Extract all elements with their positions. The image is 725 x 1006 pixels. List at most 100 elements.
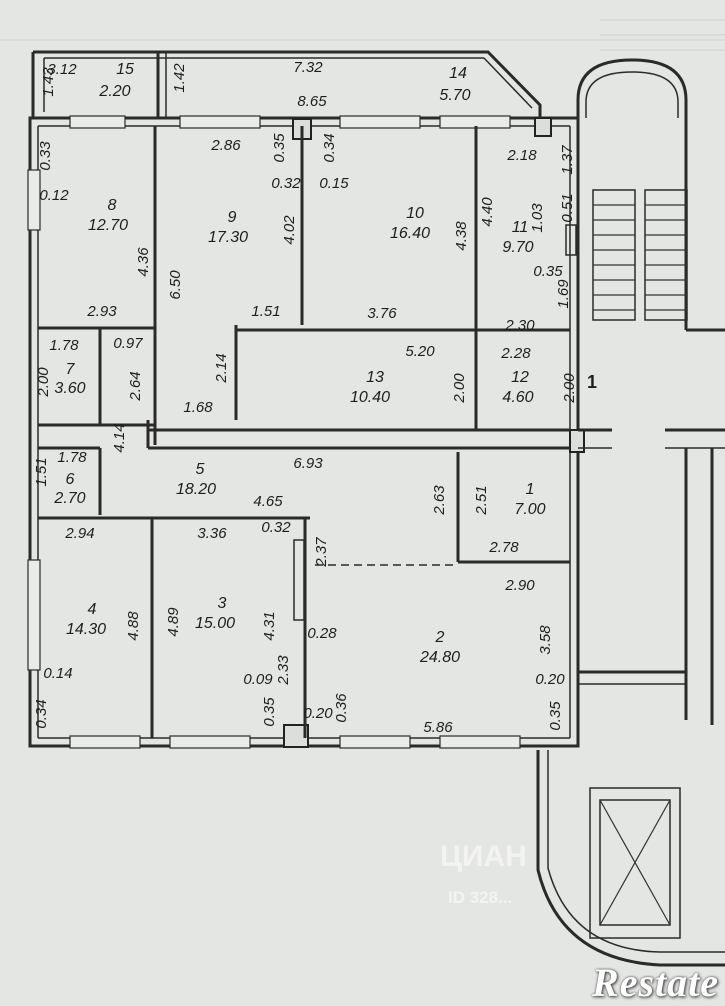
dimension-label: 4.65	[253, 493, 283, 510]
dimension-label: 0.14	[43, 665, 72, 682]
windows	[27, 115, 521, 749]
dimension-label: 0.35	[547, 701, 564, 731]
dimension-label: 0.34	[321, 133, 338, 162]
room-area: 18.20	[176, 481, 216, 498]
dimension-label: 0.51	[559, 193, 576, 222]
dimension-label: 1.78	[57, 449, 87, 466]
dimension-label: 2.93	[86, 303, 117, 320]
dimension-label: 0.35	[271, 133, 288, 163]
sheet-grid	[0, 19, 725, 51]
room-area: 17.30	[208, 229, 248, 246]
watermark-id: ID 328...	[448, 888, 513, 907]
room-number: 7	[66, 361, 76, 378]
dimension-label: 4.31	[261, 611, 278, 640]
dimension-label: 0.32	[261, 519, 291, 536]
dimension-label: 4.02	[281, 215, 298, 245]
room-number: 1	[526, 481, 535, 498]
dimension-label: 1.37	[559, 145, 576, 175]
dimension-label: 1.43	[40, 67, 57, 97]
dimension-label: 1.51	[33, 457, 50, 486]
dimension-label: 0.20	[535, 671, 565, 688]
dimension-label: 2.30	[504, 317, 535, 334]
elevator-tower	[536, 750, 725, 967]
dimension-label: 2.28	[500, 345, 531, 362]
room-area: 3.60	[54, 380, 85, 397]
dimension-label: 4.38	[453, 221, 470, 251]
room-number: 6	[66, 471, 75, 488]
watermark-brand: ЦИАН	[440, 840, 527, 873]
room-number: 12	[511, 369, 529, 386]
stairwell	[576, 58, 725, 725]
room-area: 9.70	[502, 239, 533, 256]
room-area: 14.30	[66, 621, 106, 638]
dimension-label: 0.28	[307, 625, 337, 642]
room-labels: 1 7.00 2 24.80 3 15.00 4 14.30 5 18.20 6…	[53, 61, 545, 666]
dimension-label: 4.40	[479, 197, 496, 227]
room-area: 24.80	[419, 649, 460, 666]
room-area: 10.40	[350, 389, 390, 406]
dimension-label: 3.76	[367, 305, 397, 322]
room-area: 16.40	[390, 225, 430, 242]
room-area: 4.60	[502, 389, 533, 406]
dimension-label: 1.69	[555, 279, 572, 309]
dimension-label: 2.86	[210, 137, 241, 154]
dimension-label: 2.18	[506, 147, 537, 164]
dimension-label: 0.33	[37, 141, 54, 171]
dimension-label: 2.33	[275, 655, 292, 686]
dimension-label: 2.94	[64, 525, 94, 542]
room-number: 11	[512, 219, 529, 236]
room-number: 13	[366, 369, 384, 386]
dimension-label: 8.65	[297, 93, 327, 110]
dimension-label: 4.89	[165, 607, 182, 637]
dimension-label: 2.51	[473, 485, 490, 515]
dimension-label: 0.97	[113, 335, 143, 352]
dimension-label: 0.32	[271, 175, 301, 192]
dimension-label: 0.15	[319, 175, 349, 192]
dimension-label: 4.14	[111, 423, 128, 452]
dimension-label: 2.78	[488, 539, 519, 556]
dimension-label: 0.36	[333, 693, 350, 723]
dimension-label: 0.35	[261, 697, 278, 727]
dimension-label: 1.03	[529, 203, 546, 233]
dimension-label: 6.50	[167, 270, 184, 300]
dimension-label: 5.86	[423, 719, 453, 736]
room-area: 2.70	[53, 490, 85, 507]
dimension-label: 2.00	[561, 373, 578, 404]
room-area: 12.70	[88, 217, 128, 234]
dimension-label: 0.12	[39, 187, 69, 204]
room-number: 9	[228, 209, 237, 226]
dimension-label: 0.35	[533, 263, 563, 280]
room-number: 4	[88, 601, 97, 618]
dimension-label: 2.90	[504, 577, 535, 594]
dimension-label: 3.58	[537, 625, 554, 655]
room-area: 2.20	[98, 83, 130, 100]
dimension-label: 1.78	[49, 337, 79, 354]
dimension-label: 2.00	[451, 373, 468, 404]
dimension-label: 1.42	[171, 63, 188, 93]
dimension-label: 2.37	[313, 537, 330, 568]
restate-logo: Restate	[592, 960, 719, 1005]
dimension-label: 0.09	[243, 671, 273, 688]
room-number: 8	[108, 197, 117, 214]
room-number: 14	[449, 65, 467, 82]
room-number: 2	[435, 629, 445, 646]
dimension-label: 1.51	[251, 303, 280, 320]
room-number: 15	[116, 61, 134, 78]
dimension-label: 0.34	[33, 699, 50, 728]
dimension-label: 2.64	[127, 371, 144, 401]
dimension-label: 3.36	[197, 525, 227, 542]
room-area: 7.00	[514, 501, 545, 518]
dimension-label: 2.14	[213, 353, 230, 383]
dimension-label: 2.63	[431, 485, 448, 516]
dimension-label: 4.88	[125, 611, 142, 641]
dimension-label: 4.36	[135, 247, 152, 277]
interior-walls	[38, 126, 577, 738]
dimension-label: 7.32	[293, 59, 323, 76]
room-area: 5.70	[439, 87, 470, 104]
room-number: 3	[218, 595, 227, 612]
dimension-label: 1.68	[183, 399, 213, 416]
dimension-labels: 3.12 1.43 1.42 7.32 8.65 2.86 0.35 0.34 …	[33, 59, 578, 736]
room-area: 15.00	[195, 615, 235, 632]
room-number: 10	[406, 205, 424, 222]
